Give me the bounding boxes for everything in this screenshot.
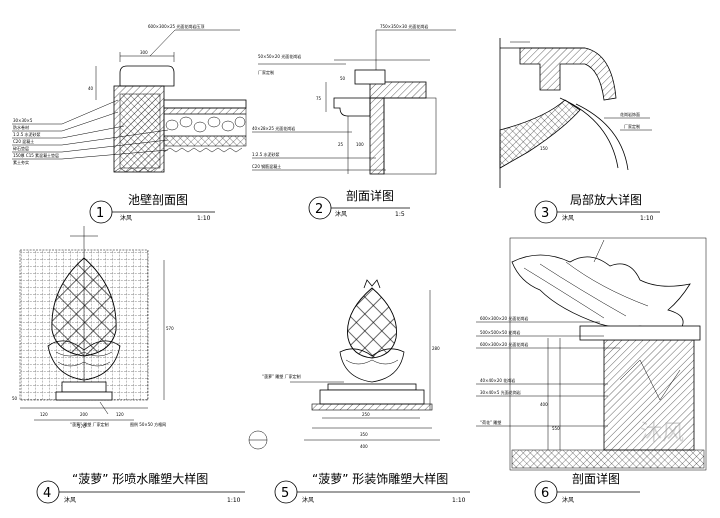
svg-text:400: 400 — [360, 444, 368, 449]
svg-text:“荷花” 雕塑: “荷花” 雕塑 — [480, 419, 501, 425]
panel-6-number: 6 — [541, 486, 549, 501]
panel-2-title-block: 2 剖面详图 沐风 1:5 — [308, 188, 410, 220]
svg-text:120: 120 — [116, 412, 124, 417]
svg-text:“菠萝” 雕塑 厂家定制: “菠萝” 雕塑 厂家定制 — [70, 421, 109, 427]
svg-text:30×40×5 光面花岗岩: 30×40×5 光面花岗岩 — [480, 389, 521, 395]
svg-text:600×300×25 光面花岗岩压顶: 600×300×25 光面花岗岩压顶 — [148, 23, 204, 29]
mufeng-watermark-logo: 沐风 — [640, 421, 684, 446]
panel-6-title-block: 6 剖面详图 沐风 — [534, 471, 640, 504]
panel-4-title: “菠萝” 形喷水雕塑大样图 — [72, 471, 208, 486]
panel-1-title-block: 1 池壁剖面图 沐风 1:10 — [89, 192, 215, 224]
svg-text:50×50×20 光面花岗岩: 50×50×20 光面花岗岩 — [258, 53, 301, 59]
svg-text:270: 270 — [78, 424, 86, 429]
svg-text:30×30×5: 30×30×5 — [13, 118, 33, 123]
svg-text:500×500×50 花岗岩: 500×500×50 花岗岩 — [480, 329, 520, 335]
svg-text:图例 50×50 方格网: 图例 50×50 方格网 — [130, 421, 166, 427]
svg-text:花岗岩饰面: 花岗岩饰面 — [620, 111, 640, 117]
panel-2-section: 750×350×30 光面花岗岩 50×50×20 光面花岗岩 厂家定制 50 … — [252, 23, 456, 175]
panel-1-leaders: 30×30×5 防水卷材 1:2.5 水泥砂浆 C20 混凝土 碎石垫层 150… — [12, 99, 169, 165]
svg-text:50: 50 — [340, 76, 346, 81]
svg-text:100: 100 — [356, 142, 364, 147]
svg-text:200: 200 — [80, 412, 88, 417]
panel-5-number: 5 — [281, 486, 289, 501]
panel-3-watermark: 沐风 — [562, 214, 574, 222]
panel-6-section: 400 550 600×300×20 光面花岗岩 500×500×50 花岗岩 … — [476, 237, 707, 471]
svg-text:550: 550 — [552, 426, 560, 431]
svg-text:75: 75 — [316, 96, 322, 101]
panel-4-title-block: 4 “菠萝” 形喷水雕塑大样图 沐风 1:10 — [36, 471, 245, 504]
svg-text:C20 混凝土: C20 混凝土 — [13, 138, 34, 144]
svg-text:1:2.5 水泥砂浆: 1:2.5 水泥砂浆 — [13, 131, 41, 137]
svg-text:“菠萝” 雕塑 厂家定制: “菠萝” 雕塑 厂家定制 — [262, 373, 301, 379]
svg-text:40×28×25 光面花岗岩: 40×28×25 光面花岗岩 — [252, 125, 295, 131]
svg-text:250: 250 — [362, 412, 370, 417]
panel-5-watermark: 沐风 — [302, 496, 314, 504]
svg-text:沐风: 沐风 — [640, 421, 684, 446]
panel-5-sculpture: 280 “菠萝” 雕塑 厂家定制 250 350 400 — [248, 279, 440, 450]
svg-text:750×350×30 光面花岗岩: 750×350×30 光面花岗岩 — [380, 23, 428, 29]
panel-2-title: 剖面详图 — [346, 188, 394, 203]
svg-text:厂家定制: 厂家定制 — [624, 123, 640, 129]
svg-text:25: 25 — [338, 142, 344, 147]
panel-1-scale: 1:10 — [197, 215, 211, 222]
panel-5-scale: 1:10 — [452, 497, 466, 504]
panel-1-section: 300 600×300×25 光面花岗岩压顶 40 30×30×5 防水卷材 1… — [12, 23, 247, 173]
svg-text:600×300×20 光面花岗岩: 600×300×20 光面花岗岩 — [480, 341, 528, 347]
panel-4-scale: 1:10 — [227, 497, 241, 504]
svg-text:150: 150 — [540, 146, 548, 151]
panel-4-number: 4 — [43, 486, 51, 501]
svg-text:防水卷材: 防水卷材 — [13, 124, 29, 130]
panel-3-title: 局部放大详图 — [570, 192, 642, 207]
svg-text:厂家定制: 厂家定制 — [258, 69, 274, 75]
panel-4-sculpture: 570 120 200 120 270 50 “菠萝” 雕塑 厂家定制 图例 5… — [12, 226, 174, 429]
panel-4-watermark: 沐风 — [64, 496, 76, 504]
svg-text:570: 570 — [166, 326, 174, 331]
svg-text:碎石垫层: 碎石垫层 — [13, 145, 29, 151]
svg-text:素土夯实: 素土夯实 — [13, 159, 29, 165]
panel-6-title: 剖面详图 — [572, 471, 620, 486]
svg-text:120: 120 — [40, 412, 48, 417]
panel-3-scale: 1:10 — [640, 215, 654, 222]
svg-text:1:2.5 水泥砂浆: 1:2.5 水泥砂浆 — [252, 151, 280, 157]
svg-text:150厚 C15 素混凝土垫层: 150厚 C15 素混凝土垫层 — [13, 152, 59, 158]
panel-2-watermark: 沐风 — [335, 210, 347, 218]
svg-text:280: 280 — [432, 346, 440, 351]
svg-text:40: 40 — [88, 86, 94, 91]
panel-2-number: 2 — [315, 202, 323, 217]
panel-6-watermark: 沐风 — [562, 496, 574, 504]
panel-1-number: 1 — [96, 206, 104, 221]
panel-3-number: 3 — [541, 206, 549, 221]
svg-text:350: 350 — [360, 432, 368, 437]
svg-text:300: 300 — [140, 50, 148, 55]
panel-2-scale: 1:5 — [395, 211, 405, 218]
svg-text:600×300×20 光面花岗岩: 600×300×20 光面花岗岩 — [480, 315, 528, 321]
panel-5-title-block: 5 “菠萝” 形装饰雕塑大样图 沐风 1:10 — [274, 471, 470, 504]
svg-text:400: 400 — [540, 402, 548, 407]
panel-1-title: 池壁剖面图 — [128, 192, 188, 207]
panel-3-detail: 花岗岩饰面 厂家定制 150 — [499, 38, 652, 188]
svg-text:C20 钢筋混凝土: C20 钢筋混凝土 — [252, 163, 281, 169]
panel-3-title-block: 3 局部放大详图 沐风 1:10 — [534, 192, 660, 224]
gravel-layer — [163, 113, 247, 137]
panel-1-watermark: 沐风 — [120, 214, 132, 222]
svg-text:40×40×20 花岗岩: 40×40×20 花岗岩 — [480, 377, 515, 383]
svg-text:50: 50 — [12, 396, 18, 401]
panel-5-title: “菠萝” 形装饰雕塑大样图 — [312, 471, 448, 486]
